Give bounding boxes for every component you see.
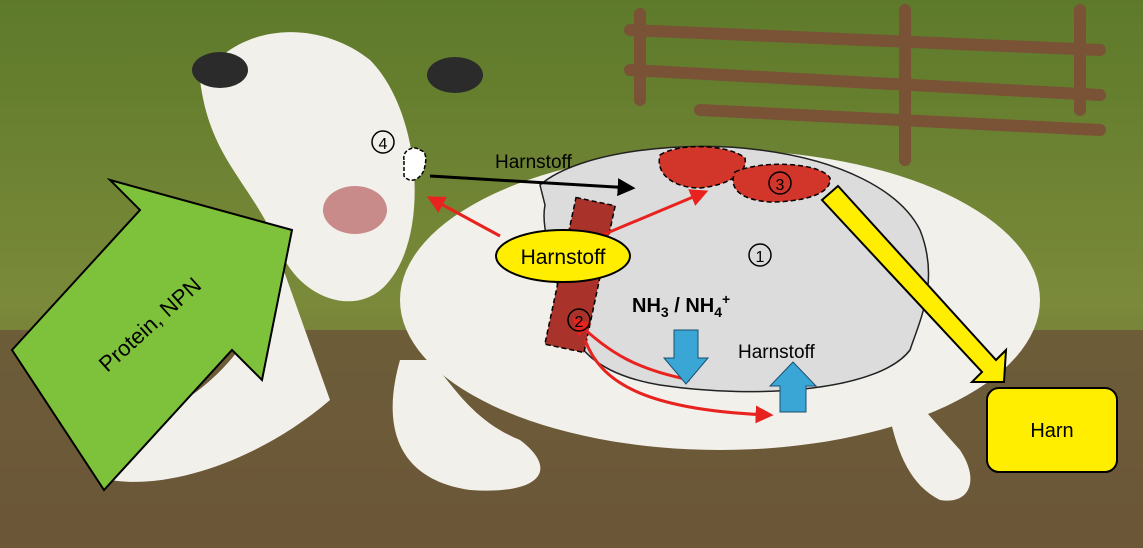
cow-ear-right [427, 57, 483, 93]
svg-text:3: 3 [776, 177, 785, 194]
svg-text:2: 2 [575, 314, 584, 331]
urea-bottom-label: Harnstoff [738, 342, 815, 363]
urea-top-label: Harnstoff [495, 152, 572, 173]
cow-ear-left [192, 52, 248, 88]
svg-text:1: 1 [756, 249, 765, 266]
cow-nose [323, 186, 387, 234]
svg-text:4: 4 [379, 136, 388, 153]
urine-label: Harn [1030, 420, 1073, 442]
urea-center-label: Harnstoff [521, 246, 606, 269]
